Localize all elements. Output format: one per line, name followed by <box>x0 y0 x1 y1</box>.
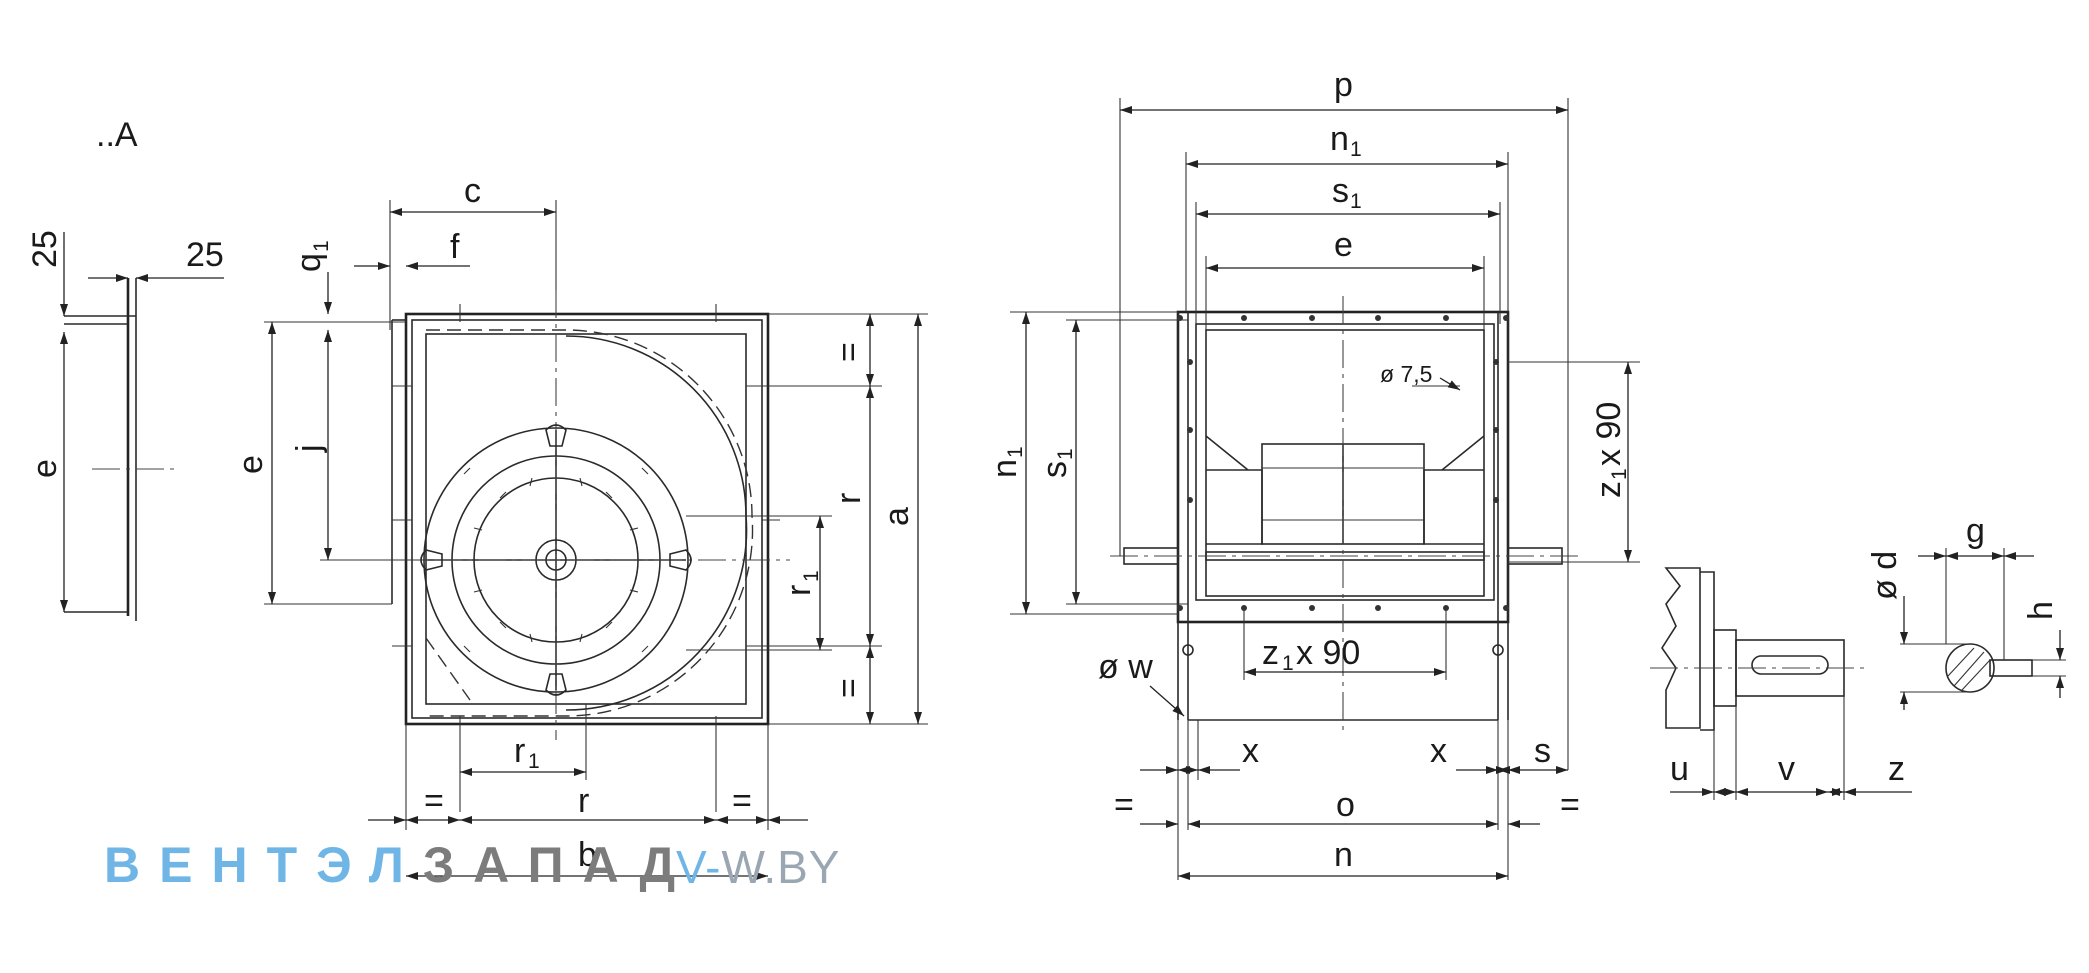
dim-s1-top: s 1 <box>1332 172 1362 213</box>
dim-z1x90-bottom: z 1 x 90 <box>1262 634 1360 675</box>
dim-v: v <box>1778 750 1795 788</box>
flange-section-view <box>60 232 224 621</box>
dim-n1-left: n 1 <box>986 446 1027 478</box>
dim-j: j <box>290 444 328 453</box>
svg-text:x 90: x 90 <box>1590 402 1628 466</box>
dim-w: ø w <box>1098 648 1153 686</box>
dim-eq-right-side: = <box>1560 786 1580 824</box>
dim-s1-left: s 1 <box>1036 448 1077 478</box>
svg-text:z: z <box>1262 634 1279 672</box>
dim-eq-bottom: = <box>830 678 868 698</box>
watermark-part1: ВЕНТЭЛ <box>104 837 423 893</box>
dim-25-side: 25 <box>186 236 224 274</box>
svg-text:1: 1 <box>1282 652 1294 675</box>
dim-r1-vertical: r 1 <box>780 570 823 596</box>
dim-eq-top: = <box>830 342 868 362</box>
dim-o: o <box>1336 786 1355 824</box>
fan-front-view <box>264 200 928 880</box>
dim-n: n <box>1334 836 1353 874</box>
dim-q1: q 1 <box>290 240 333 272</box>
dim-p: p <box>1334 66 1353 104</box>
dim-g: g <box>1966 512 1985 550</box>
svg-text:1: 1 <box>528 750 540 773</box>
dim-b: b <box>578 836 597 874</box>
dim-e-side: e <box>1334 226 1353 264</box>
svg-text:s: s <box>1036 461 1074 478</box>
dim-d: ø d <box>1866 551 1904 600</box>
dim-n1-top: n 1 <box>1330 120 1362 161</box>
dim-h: h <box>2022 601 2060 620</box>
svg-text:1: 1 <box>800 570 823 582</box>
dim-c: c <box>464 172 481 210</box>
watermark-url: V-W.BY <box>676 840 841 894</box>
dim-r-right: r <box>830 493 868 504</box>
dim-r-bottom: r <box>578 782 589 820</box>
dim-hole: ø 7,5 <box>1380 361 1432 387</box>
dim-x-left: x <box>1242 732 1259 770</box>
fan-side-view <box>1010 98 1640 880</box>
svg-text:1: 1 <box>310 240 333 252</box>
svg-text:x 90: x 90 <box>1296 634 1360 672</box>
watermark-url-rest: W.BY <box>721 841 841 893</box>
svg-text:q: q <box>290 253 328 272</box>
watermark-url-prefix: V- <box>676 841 722 893</box>
svg-text:1: 1 <box>1350 190 1362 213</box>
dim-eq-left-side: = <box>1114 786 1134 824</box>
dim-x-right: x <box>1430 732 1447 770</box>
watermark-part2: ЗАПАД <box>422 837 695 893</box>
view-label: ..A <box>96 116 138 154</box>
svg-text:1: 1 <box>1054 448 1077 460</box>
dim-r1-horizontal: r 1 <box>514 732 540 773</box>
svg-text:1: 1 <box>1004 446 1027 458</box>
svg-text:1: 1 <box>1608 468 1631 480</box>
svg-text:z: z <box>1590 481 1628 498</box>
svg-text:n: n <box>986 459 1024 478</box>
svg-text:1: 1 <box>1350 138 1362 161</box>
svg-text:s: s <box>1332 172 1349 210</box>
dim-eq-left: = <box>424 782 444 820</box>
svg-text:n: n <box>1330 120 1349 158</box>
svg-text:r: r <box>514 732 525 770</box>
dim-a: a <box>878 507 916 526</box>
dim-e-left: e <box>26 459 64 478</box>
dim-s: s <box>1534 732 1551 770</box>
dim-u: u <box>1670 750 1689 788</box>
svg-text:r: r <box>780 585 818 596</box>
dim-eq-right: = <box>732 782 752 820</box>
watermark-logo: ВЕНТЭЛЗАПАД <box>104 836 694 896</box>
dim-z1x90-right: z 1 x 90 <box>1590 402 1631 498</box>
dim-e-front: e <box>232 455 270 474</box>
dim-f: f <box>450 228 460 266</box>
dim-25-top: 25 <box>26 230 64 268</box>
dim-z: z <box>1888 750 1905 788</box>
shaft-detail <box>1650 548 2066 800</box>
